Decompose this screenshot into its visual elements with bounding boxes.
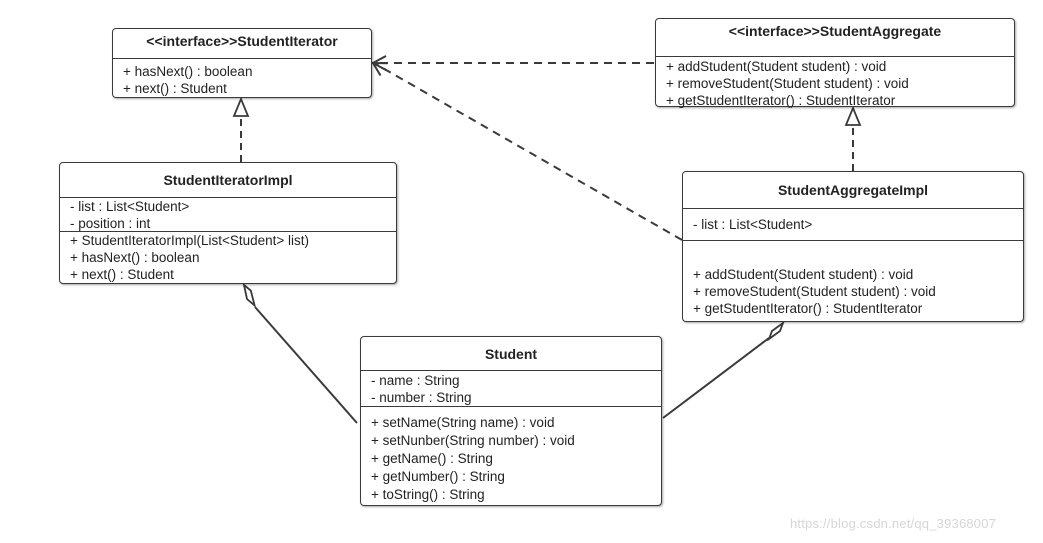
hollow-diamond <box>242 282 257 309</box>
methods-section: + hasNext() : boolean + next() : Student <box>113 59 371 98</box>
attribute-line: - list : List<Student> <box>70 199 190 214</box>
method-line: + setName(String name) : void <box>371 415 555 430</box>
attribute-line: - position : int <box>70 216 151 231</box>
method-line: + addStudent(Student student) : void <box>666 59 887 74</box>
realization-aggregateimpl-to-aggregate <box>844 105 862 171</box>
class-student[interactable]: Student - name : String - number : Strin… <box>360 336 662 506</box>
method-line: + getName() : String <box>371 451 493 466</box>
method-line: + removeStudent(Student student) : void <box>693 284 936 299</box>
class-student-iterator[interactable]: <<interface>>StudentIterator + hasNext()… <box>112 28 372 98</box>
class-title: Student <box>361 337 661 371</box>
hollow-triangle-arrowhead <box>232 96 250 117</box>
method-line: + hasNext() : boolean <box>70 250 200 265</box>
methods-section: + setName(String name) : void + setNunbe… <box>361 407 661 505</box>
method-line: + setNunber(String number) : void <box>371 433 575 448</box>
attribute-line: - name : String <box>371 373 460 388</box>
method-line: + next() : Student <box>70 267 174 282</box>
class-student-aggregate-impl[interactable]: StudentAggregateImpl - list : List<Stude… <box>682 171 1024 322</box>
methods-section: + addStudent(Student student) : void + r… <box>683 241 1023 318</box>
method-line: + addStudent(Student student) : void <box>693 267 914 282</box>
method-line: + StudentIteratorImpl(List<Student> list… <box>70 233 309 248</box>
class-title: StudentAggregateImpl <box>683 172 1023 209</box>
hollow-diamond <box>767 320 785 342</box>
dependency-aggregateimpl-to-iterator <box>371 61 683 241</box>
attribute-line: - number : String <box>371 390 472 405</box>
realization-iteratorimpl-to-iterator <box>232 96 250 162</box>
open-arrowhead <box>371 61 388 77</box>
dependency-aggregate-to-iterator <box>370 55 654 71</box>
class-student-aggregate[interactable]: <<interface>>StudentAggregate + addStude… <box>655 18 1015 110</box>
aggregation-aggregateimpl-student <box>662 320 785 419</box>
method-line: + toString() : String <box>371 487 485 502</box>
method-line: + getStudentIterator() : StudentIterator <box>666 93 896 108</box>
method-line: + next() : Student <box>123 81 227 96</box>
class-title: <<interface>>StudentIterator <box>113 29 371 59</box>
attributes-section: - list : List<Student> <box>683 209 1023 241</box>
hollow-triangle-arrowhead <box>844 105 862 126</box>
method-line: + removeStudent(Student student) : void <box>666 76 909 91</box>
class-title: <<interface>>StudentAggregate <box>656 19 1014 57</box>
class-title: StudentIteratorImpl <box>60 163 396 198</box>
attributes-section: - list : List<Student> - position : int <box>60 198 396 232</box>
method-line: + getStudentIterator() : StudentIterator <box>693 301 923 316</box>
class-student-iterator-impl[interactable]: StudentIteratorImpl - list : List<Studen… <box>59 162 397 284</box>
attributes-section: - name : String - number : String <box>361 371 661 407</box>
aggregation-iteratorimpl-student <box>242 282 358 424</box>
methods-section: + StudentIteratorImpl(List<Student> list… <box>60 232 396 284</box>
method-line: + hasNext() : boolean <box>123 64 253 79</box>
attribute-line: - list : List<Student> <box>693 217 813 232</box>
method-line: + getNumber() : String <box>371 469 505 484</box>
watermark-text: https://blog.csdn.net/qq_39368007 <box>790 516 997 531</box>
methods-section: + addStudent(Student student) : void + r… <box>656 57 1014 110</box>
